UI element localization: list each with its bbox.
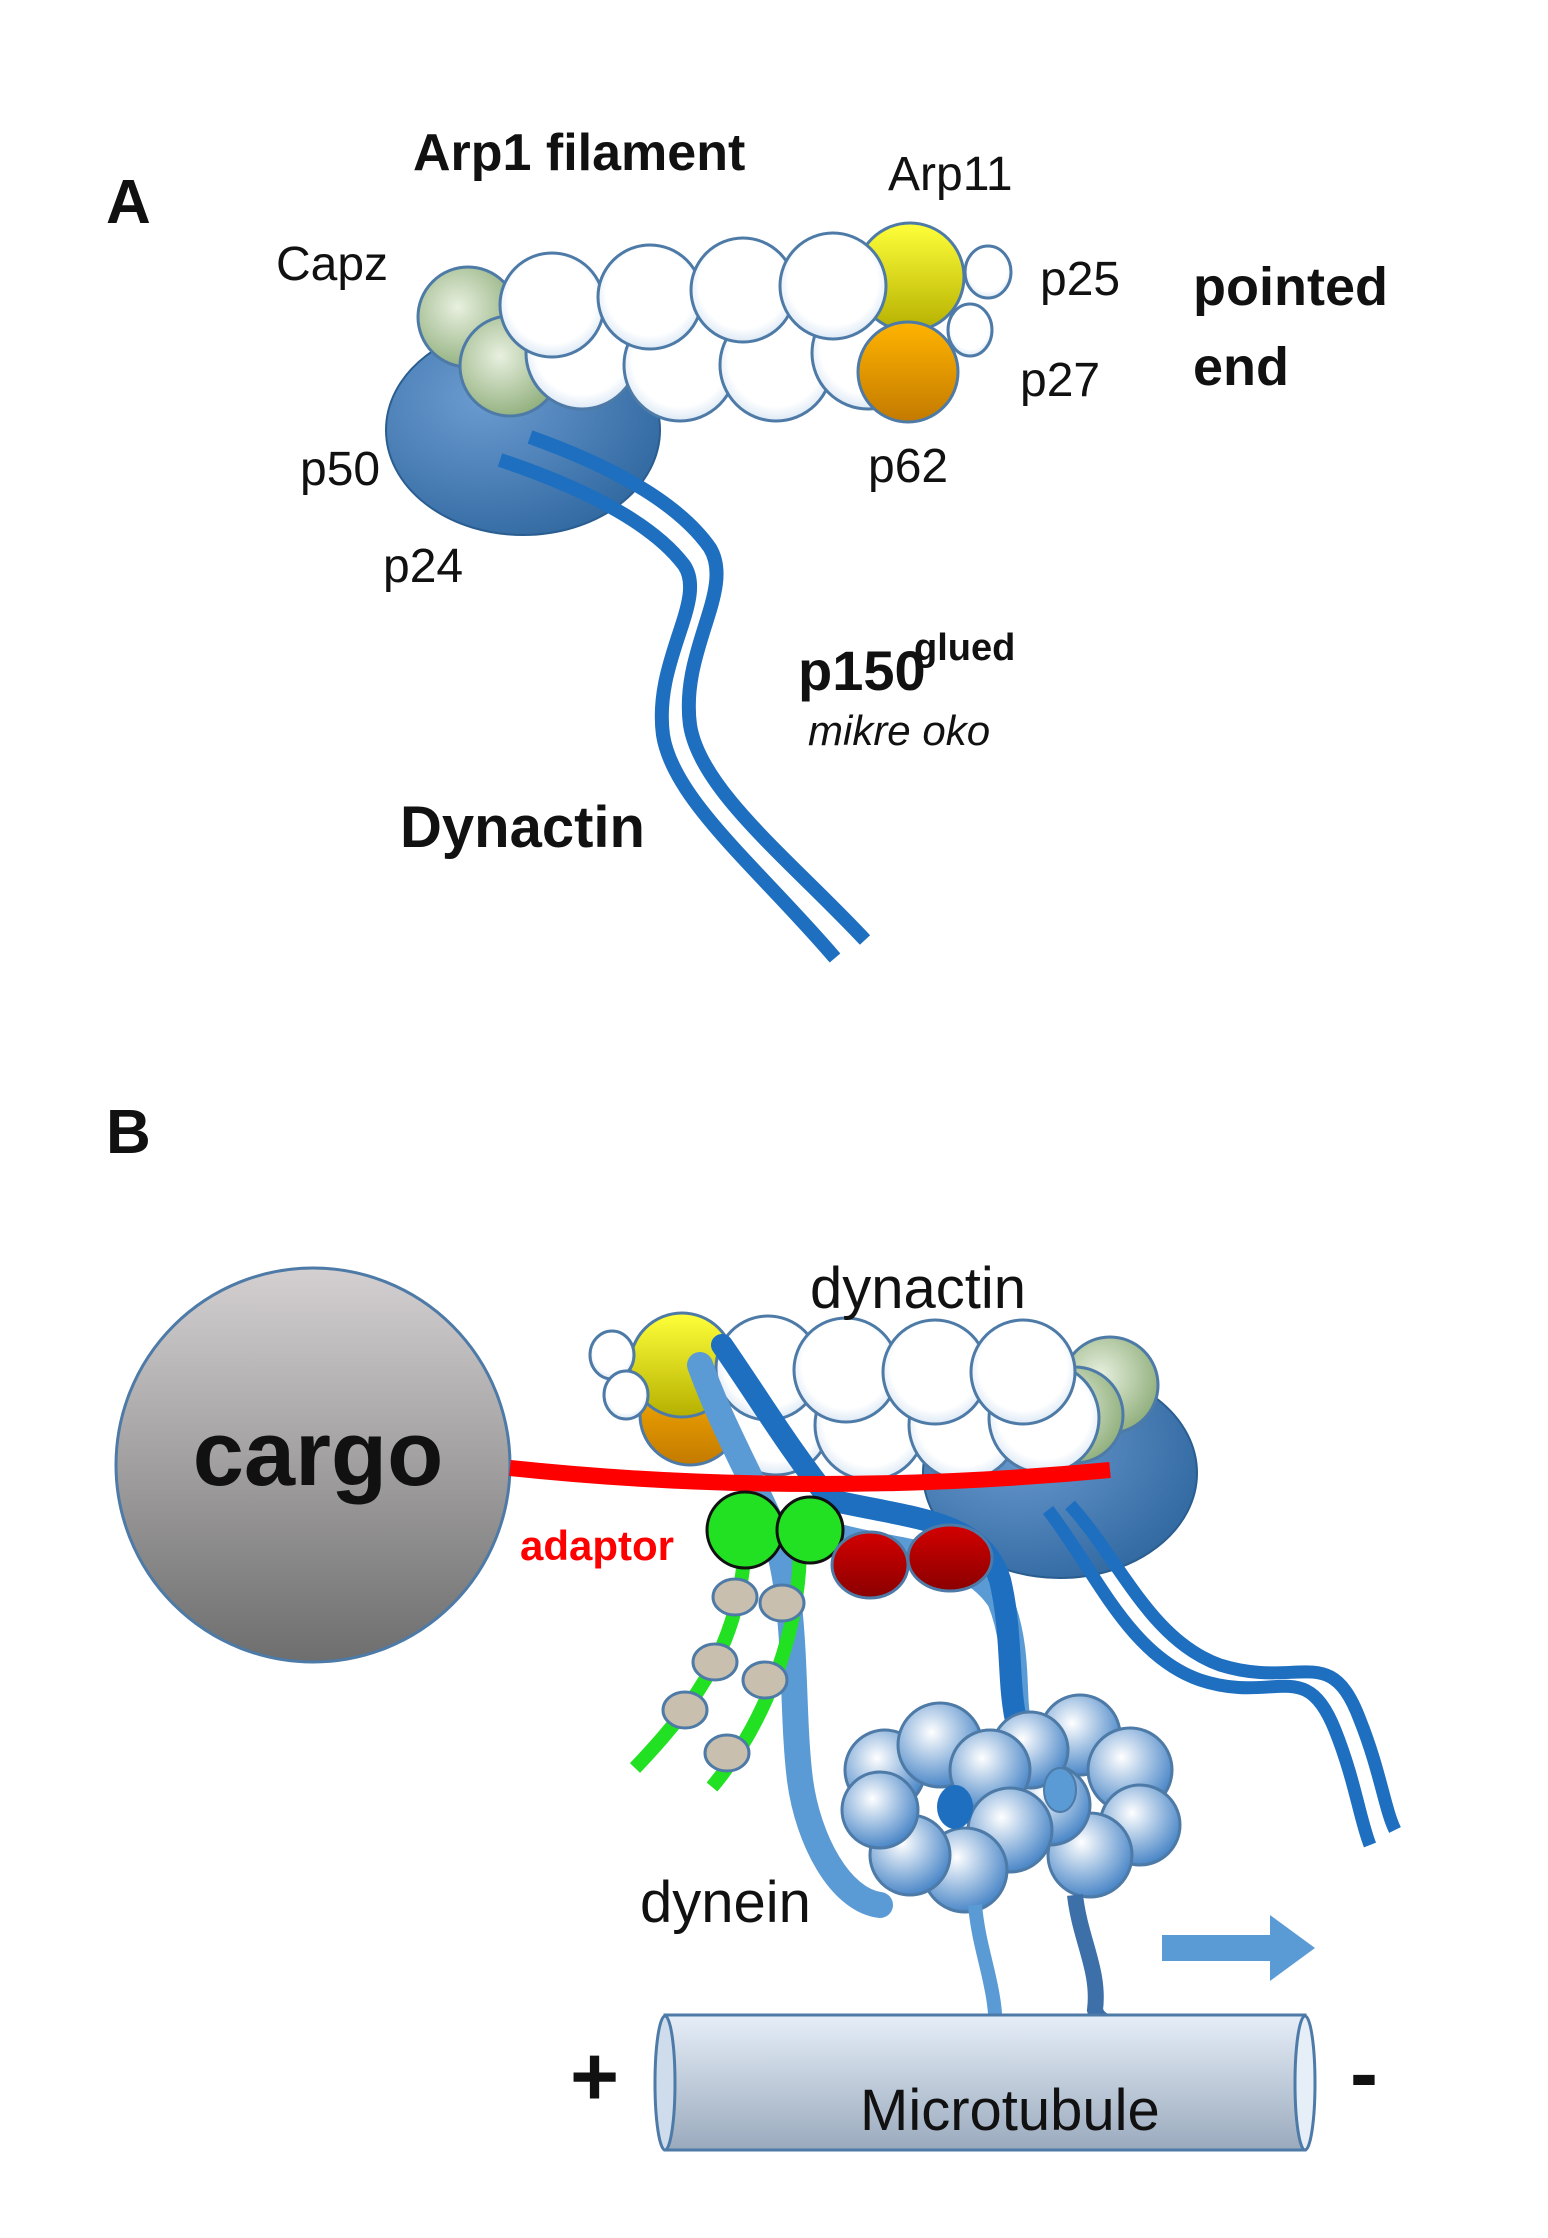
p25-label: p25 bbox=[1040, 253, 1120, 306]
mikre-oko-label: mikre oko bbox=[808, 707, 990, 754]
p150-label: p150 bbox=[798, 639, 926, 702]
direction-arrow bbox=[1162, 1915, 1315, 1981]
cargo-label: cargo bbox=[193, 1403, 444, 1505]
lis1-green-ball bbox=[775, 1495, 845, 1565]
pointed-label: pointed bbox=[1193, 257, 1388, 317]
p27-subunit bbox=[946, 302, 994, 358]
dynein-tail-dark bbox=[711, 1334, 1026, 1726]
panel-b-letter: B bbox=[106, 1098, 151, 1167]
arp11-label: Arp11 bbox=[888, 148, 1013, 201]
dynactin-label-b: dynactin bbox=[810, 1256, 1026, 1321]
dynein-label: dynein bbox=[640, 1870, 811, 1935]
minus-end-label: - bbox=[1350, 2026, 1378, 2120]
p27-label: p27 bbox=[1020, 354, 1100, 407]
adaptor-label: adaptor bbox=[520, 1522, 674, 1569]
panel-a-letter: A bbox=[106, 168, 151, 237]
dynein-motor-heads bbox=[840, 1693, 1182, 1914]
motor-red-ball bbox=[906, 1523, 994, 1593]
adaptor-line bbox=[509, 1460, 1111, 1493]
p62-label: p62 bbox=[868, 440, 948, 493]
arp1-filament-label: Arp1 filament bbox=[413, 124, 745, 182]
dynein-hub bbox=[1043, 1767, 1077, 1813]
dynactin-label-a: Dynactin bbox=[400, 795, 645, 860]
dynein-stalk bbox=[1067, 1894, 1116, 2032]
dynein-hub bbox=[937, 1785, 973, 1829]
lis1-green-ball bbox=[705, 1490, 785, 1570]
end-label: end bbox=[1193, 337, 1289, 397]
p150-glued-arm bbox=[497, 430, 871, 963]
panel-a: A Arp1 filament Ar bbox=[106, 124, 1388, 963]
p62-subunit bbox=[856, 320, 960, 424]
p150-glued-arm-b bbox=[1042, 1500, 1401, 1848]
microtubule-label: Microtubule bbox=[860, 2078, 1160, 2143]
glued-superscript: glued bbox=[914, 627, 1015, 669]
p24-label: p24 bbox=[383, 540, 463, 593]
p50-label: p50 bbox=[300, 443, 380, 496]
light-chain-beads bbox=[661, 1577, 806, 1773]
plus-end-label: + bbox=[570, 2029, 619, 2123]
panel-b: B cargo dynactin bbox=[106, 1098, 1401, 2152]
microtubule bbox=[653, 2013, 1317, 2152]
arp1-subunit bbox=[778, 231, 888, 341]
capz-label: Capz bbox=[276, 238, 388, 291]
p25-subunit bbox=[963, 244, 1013, 300]
motor-red-ball bbox=[830, 1530, 910, 1600]
cargo bbox=[114, 1266, 512, 1664]
dynactin-complex-b bbox=[588, 1311, 1198, 1579]
